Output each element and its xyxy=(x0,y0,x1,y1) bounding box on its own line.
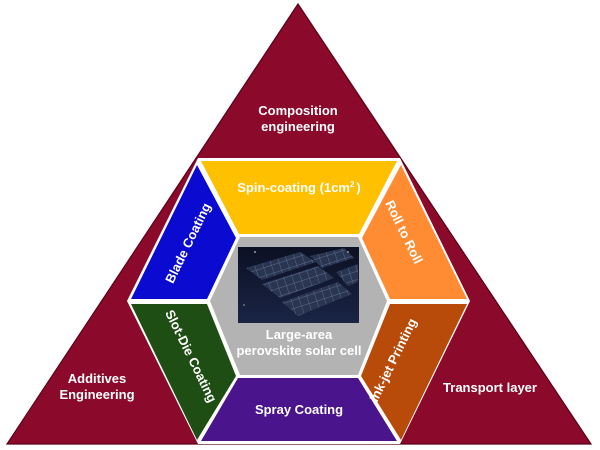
segment-upper-right xyxy=(362,165,467,299)
solar-panel-photo xyxy=(238,247,359,323)
segment-upper-left xyxy=(131,165,236,299)
corner-left-label-line2: Engineering xyxy=(59,387,134,402)
corner-right-label: Transport layer xyxy=(443,380,537,395)
corner-left-label-line1: Additives xyxy=(68,371,127,386)
corner-top-label-line2: engineering xyxy=(261,119,335,134)
segment-top xyxy=(201,161,397,234)
segment-bottom-label: Spray Coating xyxy=(255,402,343,417)
center-label-line2: perovskite solar cell xyxy=(236,343,361,358)
segment-top-label: Spin-coating (1cm2) xyxy=(237,180,360,195)
center-label-line1: Large-area xyxy=(266,327,333,342)
segment-lower-left xyxy=(131,304,236,440)
segment-bottom xyxy=(201,378,397,441)
corner-top-label-line1: Composition xyxy=(258,103,337,118)
segment-lower-right xyxy=(361,304,467,440)
